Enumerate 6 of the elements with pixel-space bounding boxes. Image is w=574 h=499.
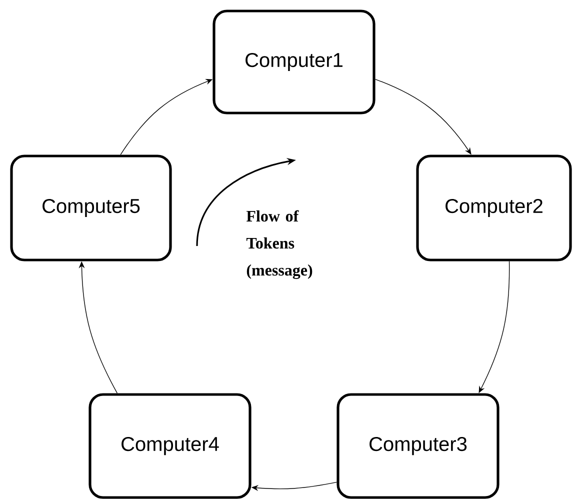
- computer-box: Computer4: [88, 393, 252, 499]
- computer-box: Computer1: [212, 10, 376, 114]
- computer-box: Computer5: [10, 154, 172, 262]
- computer-box: Computer2: [416, 154, 572, 262]
- flow-label: Flow of Tokens (message): [246, 210, 312, 279]
- computer-box: Computer3: [336, 393, 500, 499]
